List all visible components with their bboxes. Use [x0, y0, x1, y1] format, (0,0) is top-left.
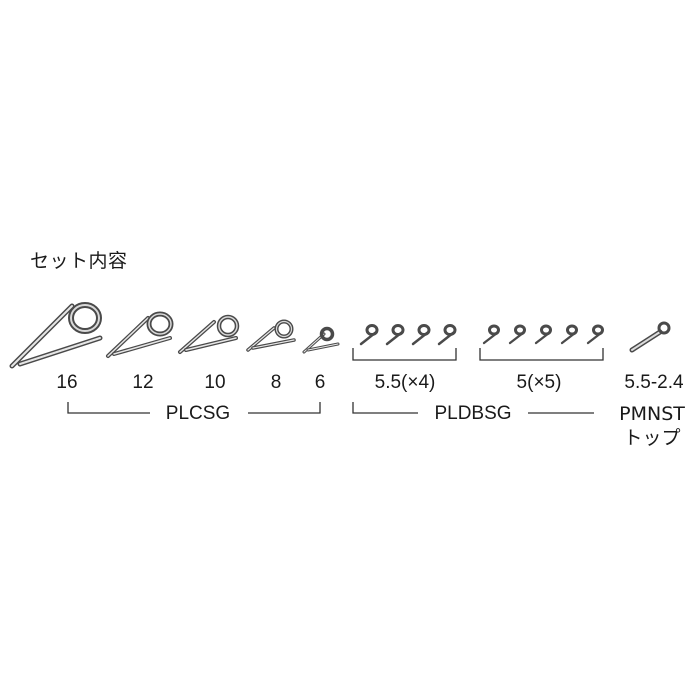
size-label-5-5-2-4: 5.5-2.4 [624, 372, 684, 393]
size-label-16: 16 [56, 372, 78, 393]
guide-plcsg-8 [246, 319, 296, 352]
size-label-5-5-x4: 5.5(×4) [374, 372, 436, 393]
bracket-plcsg [67, 402, 321, 414]
guide-plcsg-16 [9, 302, 103, 369]
guide-pldbsg-5-5-set [359, 324, 457, 346]
size-label-8: 8 [270, 372, 282, 393]
model-label-pldbsg: PLDBSG [428, 403, 518, 425]
guide-plcsg-6 [302, 326, 340, 354]
guide-pldbsg-5-set [482, 324, 604, 345]
model-label-plcsg: PLCSG [159, 403, 237, 425]
bracket-pldbsg-5 [479, 348, 604, 361]
size-label-12: 12 [132, 372, 154, 393]
guide-pmnst-top [629, 321, 671, 353]
model-label-pmnst: PMNST [619, 403, 685, 425]
guide-plcsg-12 [106, 311, 174, 358]
size-label-10: 10 [204, 372, 226, 393]
bracket-pldbsg [352, 402, 594, 414]
set-contents-title: セット内容 [30, 250, 128, 272]
size-label-6: 6 [314, 372, 326, 393]
model-label-pmnst-top: トップ [623, 427, 681, 449]
bracket-pldbsg-5-5 [352, 348, 457, 361]
size-label-5-x5: 5(×5) [516, 372, 562, 393]
guide-plcsg-10 [178, 314, 240, 354]
